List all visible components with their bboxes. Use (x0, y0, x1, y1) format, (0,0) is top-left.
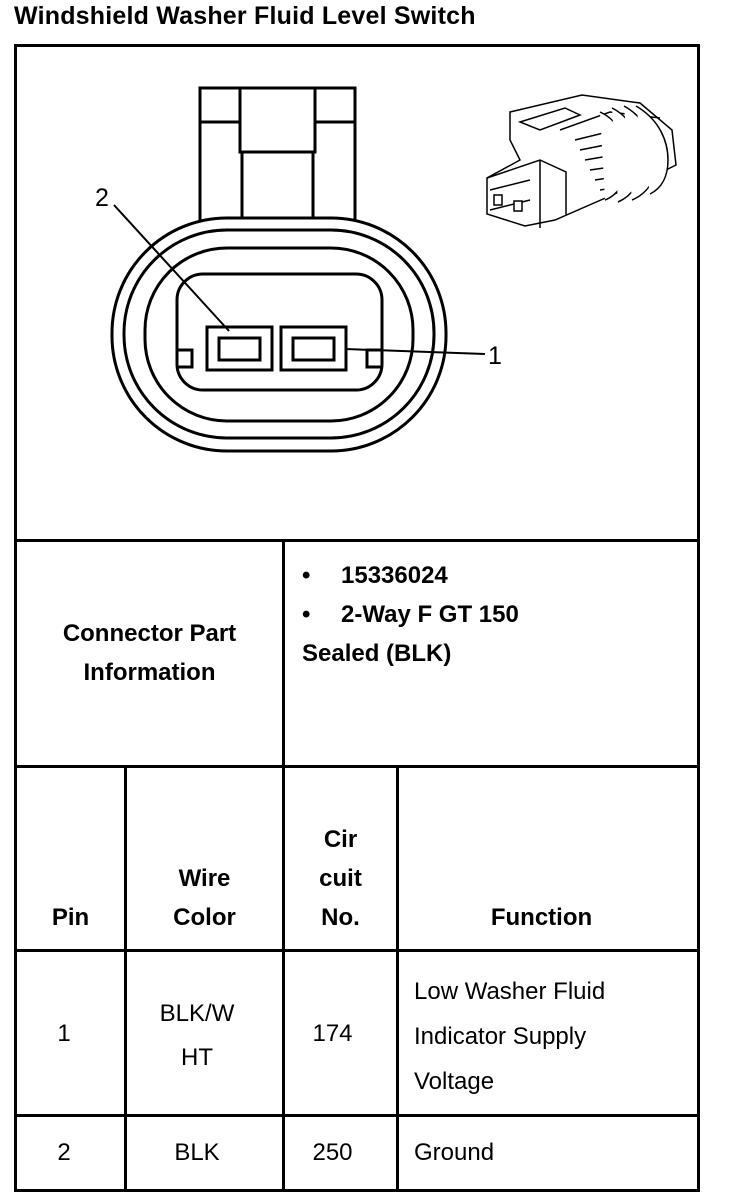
row-1-circuit: 174 (312, 1020, 353, 1047)
latch-tab (198, 86, 357, 225)
row-1-function-line1: Low Washer Fluid (414, 978, 606, 1005)
divider-info-column (282, 539, 285, 768)
header-wire-line2: Color (173, 904, 236, 931)
divider-header (14, 949, 700, 952)
divider-wire-column (282, 765, 285, 1192)
header-circuit-line3: No. (321, 904, 360, 931)
callout-label-1: 1 (488, 342, 502, 370)
row-1-wire-color: BLK/W HT (127, 992, 267, 1080)
description-item: • (302, 601, 310, 629)
header-circuit-line2: cuit (319, 865, 362, 892)
terminal-pin-2 (205, 325, 274, 372)
connector-perspective-icon (486, 94, 677, 228)
connector-description-line2: Sealed (BLK) (302, 640, 452, 667)
header-wire-line1: Wire (178, 865, 231, 892)
row-1-function-line2: Indicator Supply (414, 1023, 587, 1050)
row-1-wire-line2: HT (181, 1044, 213, 1071)
row-2-function: Ground (414, 1139, 495, 1166)
divider-circuit-column (396, 765, 399, 1192)
divider-pin-column (124, 765, 127, 1192)
header-circuit-no: Cir cuit No. (285, 820, 396, 937)
divider-connector-info (14, 765, 700, 768)
callout-label-2: 2 (95, 184, 109, 212)
part-number: 15336024 (341, 562, 448, 589)
row-1-wire-line1: BLK/W (159, 1000, 235, 1027)
terminal-cavity (175, 272, 384, 392)
connector-table-frame (14, 44, 700, 1192)
connector-info-label-line1: Connector Part (62, 620, 237, 647)
row-1-function-line3: Voltage (414, 1068, 495, 1095)
connector-info-label: Connector Part Information (17, 614, 282, 692)
row-1-pin: 1 (57, 1020, 71, 1047)
connector-face-diagram: 2 1 (95, 86, 677, 453)
divider-row-1 (14, 1114, 700, 1117)
row-2-wire-color: BLK (174, 1139, 220, 1166)
row-1-function: Low Washer Fluid Indicator Supply Voltag… (414, 969, 694, 1104)
connector-info-label-line2: Information (83, 659, 216, 686)
leader-line-2 (113, 204, 230, 332)
bullet-icon: • (302, 601, 311, 628)
leader-line-1 (344, 348, 486, 355)
header-pin: Pin (51, 904, 90, 931)
bullet-icon: • (302, 562, 311, 589)
page-title: Windshield Washer Fluid Level Switch (14, 2, 476, 30)
row-2-circuit: 250 (312, 1139, 353, 1166)
header-circuit-line1: Cir (323, 826, 358, 853)
header-wire-color: Wire Color (127, 859, 282, 937)
header-function: Function (490, 904, 593, 931)
row-2-pin: 2 (57, 1139, 71, 1166)
connector-description-line1: 2-Way F GT 150 (341, 601, 519, 628)
part-number-item: • (302, 562, 310, 590)
divider-diagram (14, 539, 700, 542)
